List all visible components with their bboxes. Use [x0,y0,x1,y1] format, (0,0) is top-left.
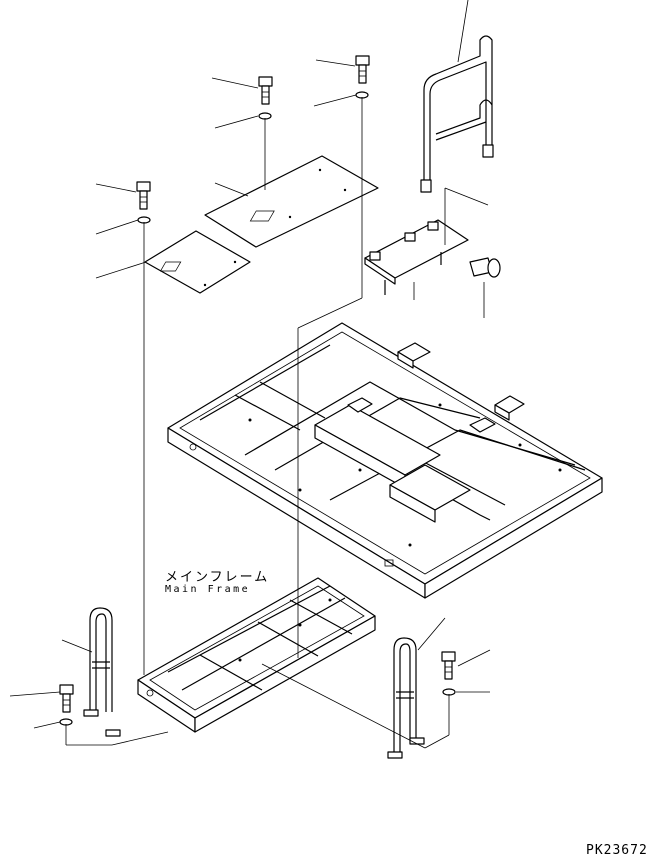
main-frame [167,322,603,599]
bolt-icon [258,76,273,105]
figure-code: PK23672 [586,843,648,858]
step-frame [137,577,376,733]
bolt-icon [59,684,74,713]
floor-plate-lower [144,230,251,294]
main-frame-label-en: Main Frame [165,584,251,595]
bolt-icon [136,181,151,210]
leader-lines [9,0,491,729]
assembly-lines [65,97,489,749]
handrail-upper [420,35,494,193]
floor-plate-upper [204,155,379,248]
bolt-icon [355,55,370,84]
main-frame-label-jp: メインフレーム [165,570,270,585]
bolt-icon [441,651,456,680]
handrail-right [387,637,425,759]
handrail-left [83,607,121,737]
pin-icon [469,257,501,278]
hinge-plate [364,219,469,295]
